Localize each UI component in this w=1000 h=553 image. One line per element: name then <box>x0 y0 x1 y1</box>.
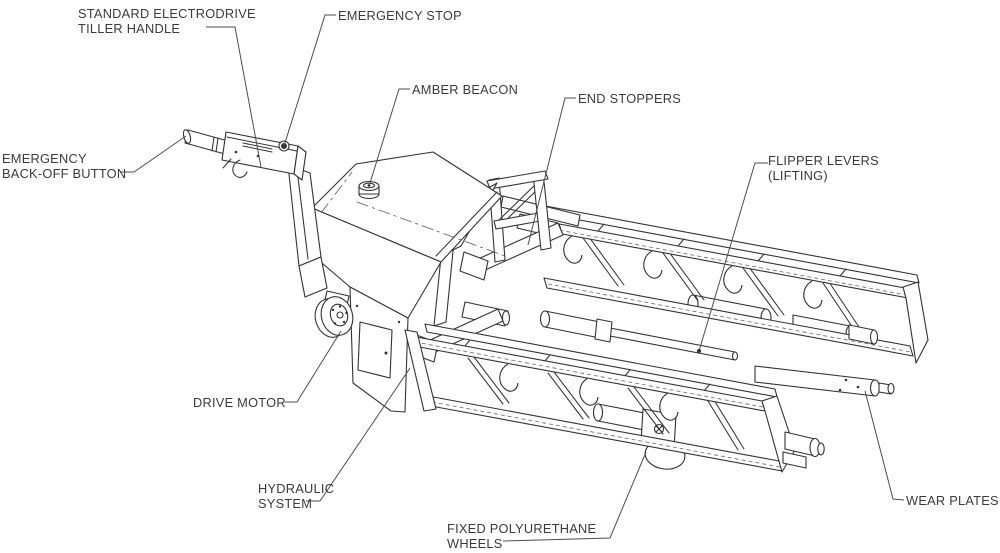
leader-fixed-wheels <box>502 451 647 542</box>
leader-back-off-button <box>120 135 187 173</box>
leader-tiller-handle <box>206 26 262 168</box>
flipper-lever-hook <box>563 235 583 264</box>
leader-flipper-levers <box>698 162 768 352</box>
leader-end-stoppers <box>527 97 576 246</box>
flipper-lever-rod <box>539 310 739 361</box>
leader-drive-motor <box>285 330 342 403</box>
callout-hydraulic-system: HYDRAULIC SYSTEM <box>258 481 335 511</box>
amber-beacon <box>358 180 380 200</box>
leader-emergency-stop <box>283 14 336 147</box>
callout-wear-plates: WEAR PLATES <box>906 493 999 508</box>
callout-drive-motor: DRIVE MOTOR <box>193 395 286 410</box>
drive-wheel <box>314 290 354 338</box>
flipper-lever-hook <box>723 265 743 294</box>
callout-amber-beacon: AMBER BEACON <box>412 82 519 97</box>
flipper-lever-hook <box>643 250 663 279</box>
callout-fixed-polyurethane-wheels: FIXED POLYURETHANE WHEELS <box>447 521 597 551</box>
callout-standard-electrodrive-tiller-handle: STANDARD ELECTRODRIVE TILLER HANDLE <box>78 6 256 36</box>
flipper-lever-hook <box>659 392 679 421</box>
near-fork <box>404 323 825 473</box>
leader-amber-beacon <box>369 88 410 184</box>
callout-emergency-back-off-button: EMERGENCY BACK-OFF BUTTON <box>2 151 127 181</box>
leader-lines <box>120 14 905 542</box>
callout-emergency-stop: EMERGENCY STOP <box>338 8 462 23</box>
flipper-lever-hook <box>579 377 599 406</box>
flipper-lever-hook <box>803 280 823 309</box>
far-fork <box>526 204 929 397</box>
power-unit-body <box>311 151 506 413</box>
leader-hydraulic-system <box>306 367 411 502</box>
tiller-handle <box>182 129 328 298</box>
callout-flipper-levers: FLIPPER LEVERS (LIFTING) <box>768 153 879 183</box>
leader-wear-plates <box>864 390 905 501</box>
leader-flipper-levers-dot <box>696 348 702 354</box>
tiller-grip <box>182 129 229 155</box>
flipper-lever-hook <box>499 363 519 392</box>
callout-end-stoppers: END STOPPERS <box>578 91 682 106</box>
